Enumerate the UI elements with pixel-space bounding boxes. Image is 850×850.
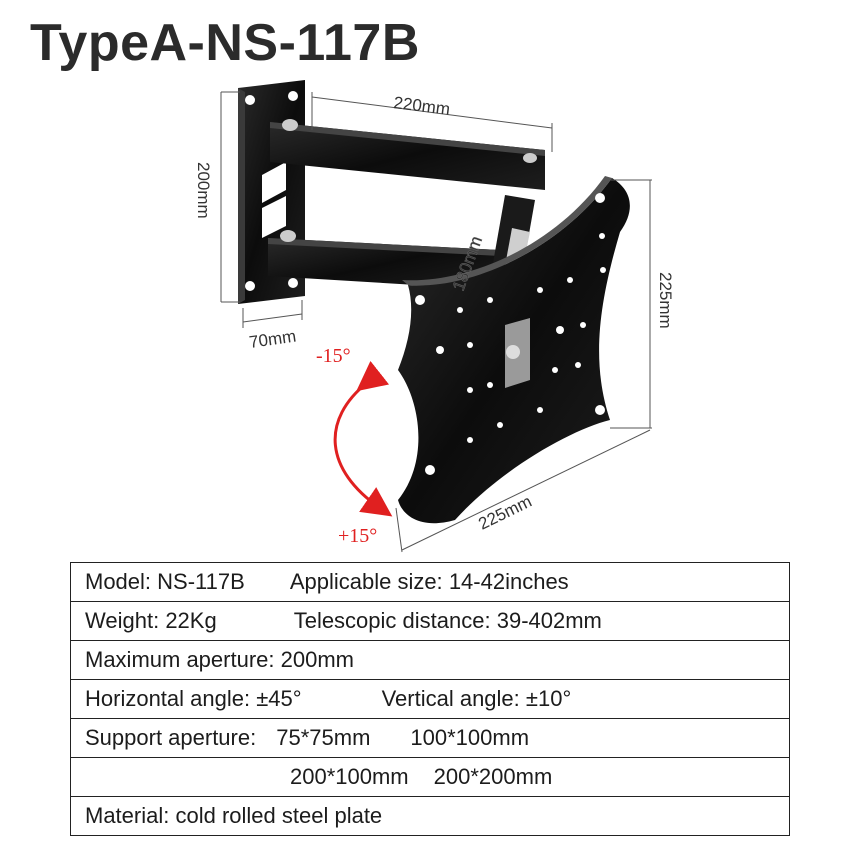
- spec-row: Horizontal angle: ±45° Vertical angle: ±…: [70, 679, 790, 719]
- model-value: NS-117B: [157, 569, 245, 594]
- weight-label: Weight:: [85, 608, 160, 633]
- tilt-down-label: +15°: [338, 525, 377, 547]
- telescopic-label: Telescopic distance:: [293, 608, 491, 633]
- spec-row: 200*100mm 200*200mm: [70, 757, 790, 797]
- max-aperture-value: 200mm: [280, 647, 354, 672]
- material-value: cold rolled steel plate: [175, 803, 383, 828]
- spec-row: Weight: 22Kg Telescopic distance: 39-402…: [70, 601, 790, 641]
- spec-row: Model: NS-117B Applicable size: 14-42inc…: [70, 562, 790, 602]
- tilt-arrow-icon: [333, 360, 393, 517]
- spec-row: Support aperture: 75*75mm 100*100mm: [70, 718, 790, 758]
- plate-height-label: 200mm: [194, 162, 213, 219]
- mount-width-label: 225mm: [475, 492, 534, 534]
- mount-height-label: 225mm: [656, 272, 675, 329]
- model-label: Model:: [85, 569, 152, 594]
- telescopic-value: 39-402mm: [496, 608, 602, 633]
- tilt-up-label: -15°: [316, 345, 351, 367]
- product-title: TypeA-NS-117B: [30, 14, 420, 72]
- arm-length-label: 220mm: [393, 93, 452, 119]
- weight-value: 22Kg: [165, 608, 217, 633]
- spec-table: Model: NS-117B Applicable size: 14-42inc…: [70, 562, 790, 836]
- applicable-label: Applicable size:: [289, 569, 443, 594]
- vertical-angle-value: ±10°: [525, 686, 572, 711]
- support-aperture-label: Support aperture:: [85, 725, 257, 750]
- spec-row: Material: cold rolled steel plate: [70, 796, 790, 836]
- support-aperture-value: 75*75mm: [276, 725, 371, 750]
- plate-depth-label: 70mm: [248, 327, 297, 352]
- support-aperture-value: 200*100mm: [290, 764, 409, 789]
- mount-illustration: 220mm 200mm 70mm 180mm 225mm 225mm -15° …: [194, 80, 675, 553]
- support-aperture-value: 200*200mm: [433, 764, 553, 789]
- dimension-lines: [220, 91, 652, 553]
- horizontal-angle-value: ±45°: [256, 686, 302, 711]
- max-aperture-label: Maximum aperture:: [85, 647, 275, 672]
- horizontal-angle-label: Horizontal angle:: [85, 686, 251, 711]
- swing-arms: [268, 119, 545, 290]
- vertical-angle-label: Vertical angle:: [381, 686, 520, 711]
- material-label: Material:: [85, 803, 170, 828]
- vesa-plate: [398, 176, 630, 524]
- applicable-value: 14-42inches: [448, 569, 569, 594]
- support-aperture-value: 100*100mm: [410, 725, 530, 750]
- spec-row: Maximum aperture: 200mm: [70, 640, 790, 680]
